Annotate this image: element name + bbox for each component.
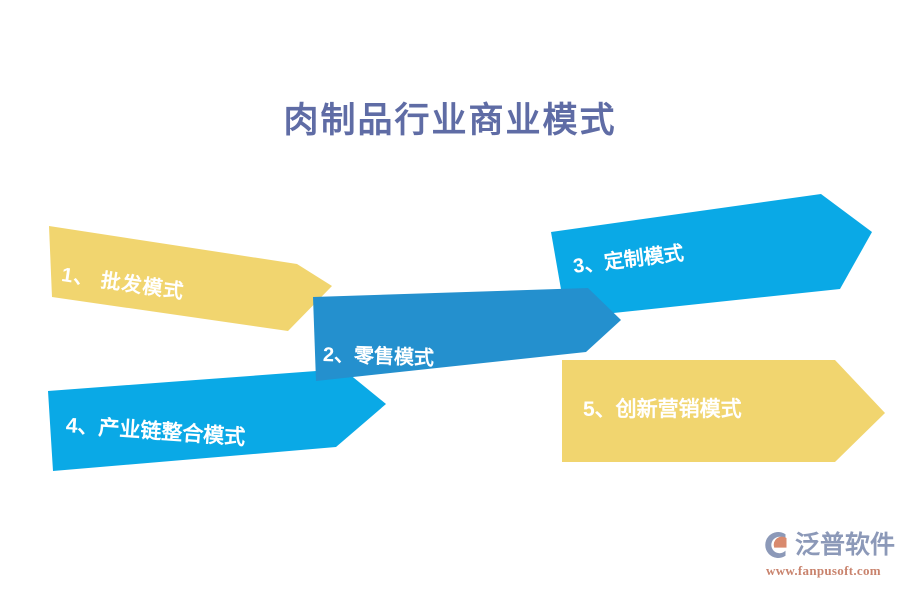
arrow-label-innovative-marketing: 5、创新营销模式	[583, 398, 742, 421]
arrow-shape-wholesale[interactable]	[49, 226, 332, 331]
fanpu-logo-mark-icon	[762, 530, 792, 560]
arrow-shape-retail[interactable]	[313, 288, 621, 381]
page-title: 肉制品行业商业模式	[283, 101, 617, 140]
arrow-shape-custom[interactable]	[551, 194, 872, 318]
arrow-shape-industry-chain[interactable]	[48, 369, 386, 471]
watermark: 泛普软件 www.fanpusoft.com	[762, 530, 895, 588]
watermark-brand-text: 泛普软件	[795, 531, 896, 559]
arrow-label-retail: 2、零售模式	[322, 344, 435, 370]
arrow-shape-innovative-marketing[interactable]	[562, 360, 885, 462]
watermark-url-text: www.fanpusoft.com	[766, 563, 881, 578]
watermark-brand-row: 泛普软件	[762, 530, 895, 560]
